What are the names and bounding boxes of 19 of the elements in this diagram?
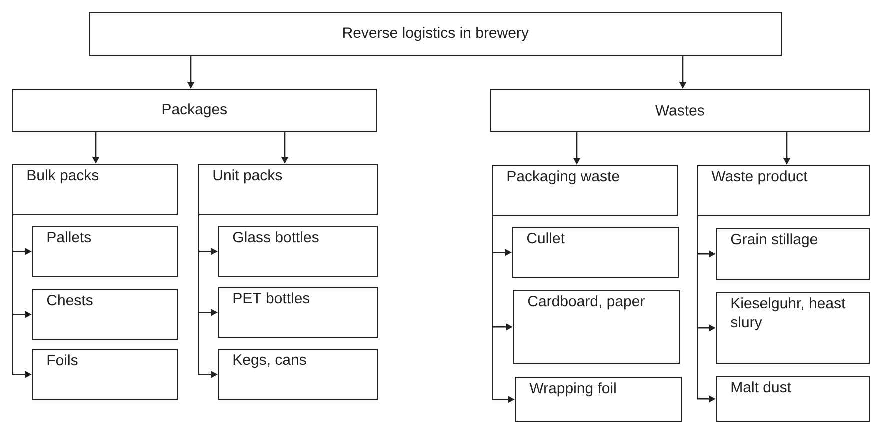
item-box: Cardboard, paper xyxy=(513,290,680,364)
category-box: Packages xyxy=(12,89,378,132)
item-box: Chests xyxy=(32,289,178,340)
item-box: Kieselguhr, heast slury xyxy=(716,292,870,364)
group-box: Unit packs xyxy=(198,164,378,216)
item-box: Wrapping foil xyxy=(515,377,682,422)
item-box: Malt dust xyxy=(716,376,870,422)
group-box: Bulk packs xyxy=(12,164,178,216)
category-box: Wastes xyxy=(490,89,870,132)
item-box: Grain stillage xyxy=(716,228,870,280)
item-box: Cullet xyxy=(512,227,680,278)
item-box: Foils xyxy=(32,349,178,400)
item-box: Pallets xyxy=(32,226,178,278)
item-box: Kegs, cans xyxy=(218,349,378,400)
root-box: Reverse logistics in brewery xyxy=(89,12,782,56)
group-box: Packaging waste xyxy=(492,165,678,216)
item-box: Glass bottles xyxy=(218,226,378,278)
group-box: Waste product xyxy=(697,165,870,216)
item-box: PET bottles xyxy=(218,287,378,338)
